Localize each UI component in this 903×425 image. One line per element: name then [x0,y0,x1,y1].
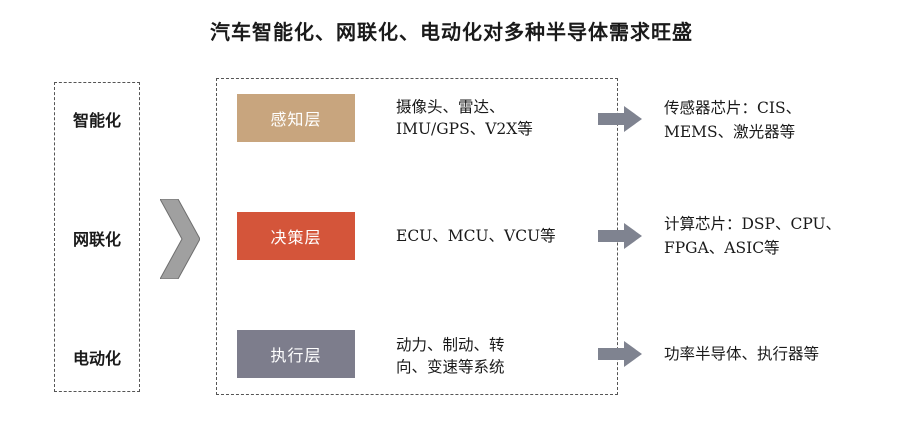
trend-label-connected: 网联化 [72,230,121,249]
decision-chips: 计算芯片：DSP、CPU、 FPGA、ASIC等 [664,212,841,260]
result-line: 传感器芯片：CIS、 [664,99,802,117]
result-line: MEMS、激光器等 [664,123,796,141]
trend-label-intelligent: 智能化 [72,111,121,130]
layer-decision: 决策层 [237,212,355,260]
execution-chips: 功率半导体、执行器等 [664,342,819,366]
desc-line: 摄像头、雷达、 [396,98,505,116]
perception-chips: 传感器芯片：CIS、 MEMS、激光器等 [664,96,801,144]
execution-components: 动力、制动、转 向、变速等系统 [396,334,505,378]
diagram-title: 汽车智能化、网联化、电动化对多种半导体需求旺盛 [210,20,693,44]
layer-perception: 感知层 [237,94,355,142]
result-line: 功率半导体、执行器等 [664,345,820,363]
arrow-right-icon [598,223,642,249]
arrow-right-icon [598,106,642,132]
trend-group-box: 智能化 网联化 电动化 [54,82,140,392]
decision-components: ECU、MCU、VCU等 [396,225,556,247]
arrow-right-icon [598,341,642,367]
desc-line: IMU/GPS、V2X等 [396,120,533,138]
layer-execution: 执行层 [237,330,355,378]
desc-line: 向、变速等系统 [396,358,505,376]
chevron-right-icon [160,199,200,279]
trend-label-electric: 电动化 [72,349,121,368]
desc-line: 动力、制动、转 [396,336,505,354]
desc-line: ECU、MCU、VCU等 [396,227,556,245]
perception-components: 摄像头、雷达、 IMU/GPS、V2X等 [396,96,533,140]
result-line: FPGA、ASIC等 [664,239,780,257]
result-line: 计算芯片：DSP、CPU、 [664,215,842,233]
